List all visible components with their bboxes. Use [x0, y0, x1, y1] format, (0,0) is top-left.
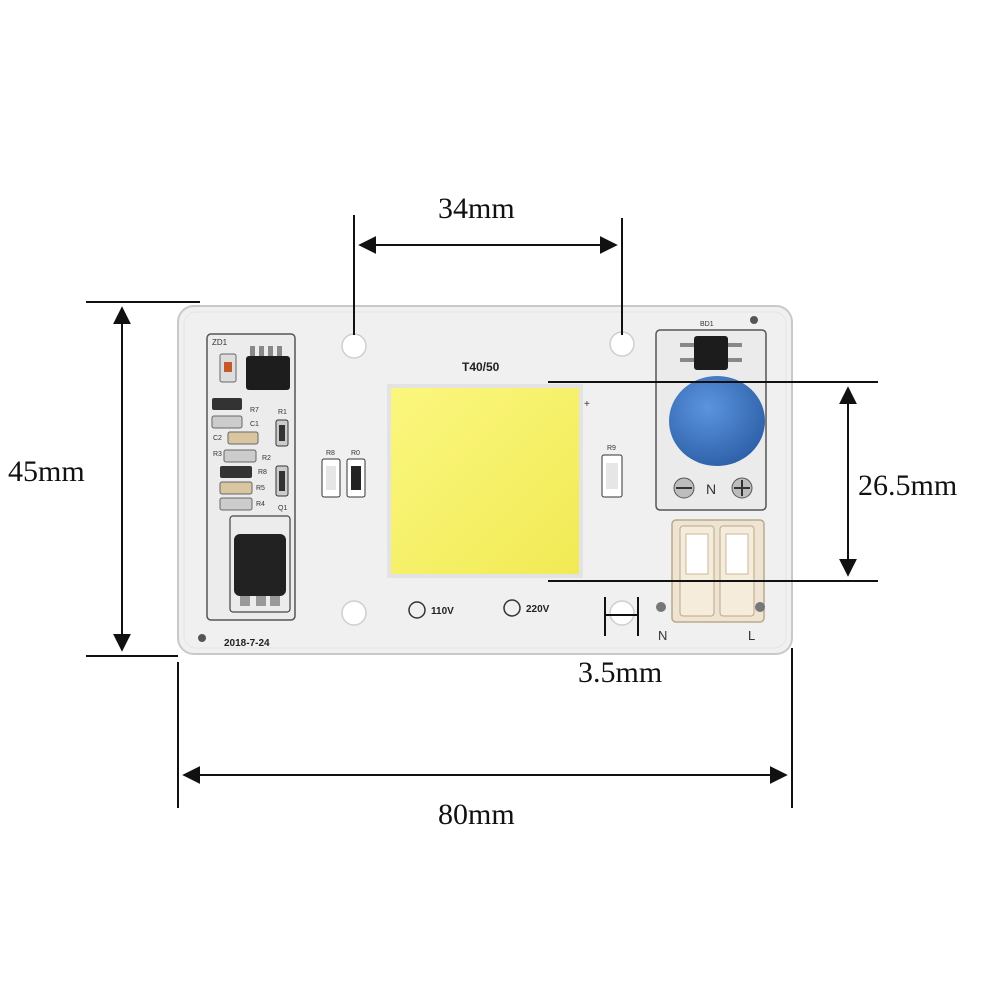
svg-text:R8: R8 — [326, 450, 335, 457]
mounting-hole — [341, 600, 367, 626]
svg-text:N: N — [706, 481, 716, 497]
terminal-l-label: L — [748, 628, 755, 643]
dimension-label-3-5mm: 3.5mm — [578, 656, 663, 689]
mounting-hole — [609, 331, 635, 357]
terminal-n-label: N — [658, 628, 667, 643]
svg-text:+: + — [584, 399, 590, 410]
model-label: T40/50 — [462, 360, 500, 374]
dimension-26-5mm — [548, 381, 878, 582]
dimension-80mm — [177, 648, 793, 808]
svg-text:R0: R0 — [351, 450, 360, 457]
dimension-34mm — [353, 215, 623, 335]
svg-text:R8: R8 — [258, 469, 267, 476]
svg-text:Q1: Q1 — [278, 505, 287, 512]
voltage-pad-220 — [503, 599, 521, 617]
voltage-110-label: 110V — [431, 606, 454, 617]
dimension-label-34mm: 34mm — [438, 192, 515, 225]
dimension-label-26-5mm: 26.5mm — [858, 469, 958, 502]
date-code: 2018-7-24 — [224, 638, 270, 649]
svg-text:R4: R4 — [256, 501, 265, 508]
svg-text:R9: R9 — [607, 445, 616, 452]
dimension-45mm — [86, 301, 200, 657]
svg-text:R2: R2 — [262, 455, 271, 462]
smd-components — [211, 398, 289, 511]
driver-ic — [246, 356, 290, 390]
zener-label: ZD1 — [212, 338, 228, 347]
mounting-hole — [609, 600, 635, 626]
svg-text:R5: R5 — [256, 485, 265, 492]
mounting-hole — [341, 333, 367, 359]
svg-text:R1: R1 — [278, 409, 287, 416]
svg-text:C1: C1 — [250, 421, 259, 428]
resistor-pads: R8 R0 R9 — [321, 445, 623, 498]
dimension-label-45mm: 45mm — [8, 455, 85, 488]
svg-text:C2: C2 — [213, 435, 222, 442]
svg-text:R7: R7 — [250, 407, 259, 414]
dimension-label-80mm: 80mm — [438, 798, 515, 831]
mosfet-q1 — [234, 534, 286, 596]
voltage-220-label: 220V — [526, 604, 550, 615]
dimension-3-5mm — [604, 597, 639, 636]
bridge-rectifier — [694, 336, 728, 370]
rectifier-label: BD1 — [700, 321, 714, 328]
svg-text:R3: R3 — [213, 451, 222, 458]
voltage-pad-110 — [408, 601, 426, 619]
varistor — [669, 376, 765, 466]
